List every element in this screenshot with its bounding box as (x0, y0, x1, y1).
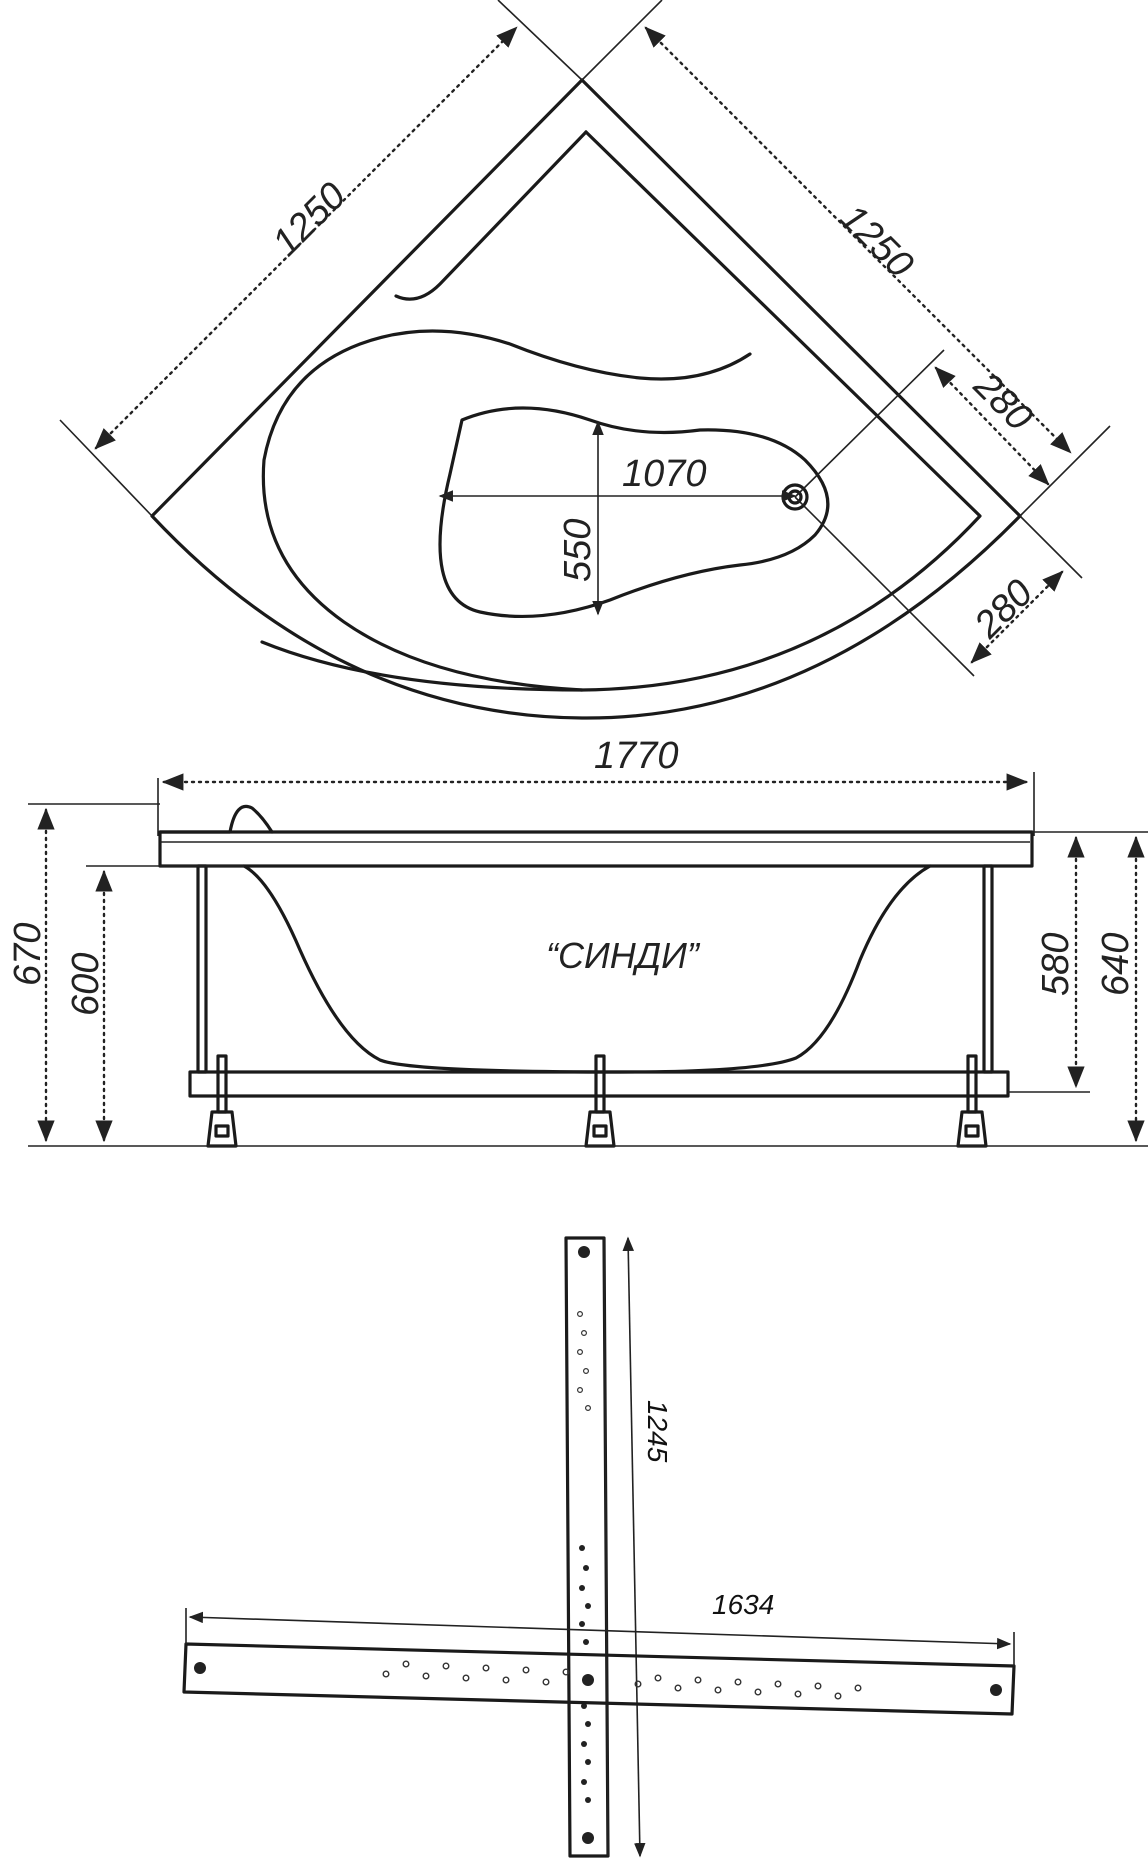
dim-label-right-side: 1250 (832, 197, 921, 286)
vertical-holes-filled (579, 1545, 591, 1803)
dim-line-frame-horizontal (188, 1611, 1012, 1650)
dim-line-left-side (94, 26, 518, 450)
dim-label-drain-offset-b: 280 (966, 572, 1041, 647)
dim-label-basin-width: 550 (557, 519, 599, 582)
frame-beam-horizontal (182, 1642, 1016, 1716)
dim-label-frame-vertical: 1245 (642, 1400, 673, 1463)
dim-label-basin-length: 1070 (622, 453, 707, 495)
support-post-right (982, 864, 994, 1074)
dim-line-frame-vertical (622, 1236, 646, 1858)
dim-label-height-total: 670 (7, 923, 49, 986)
model-name: “СИНДИ” (546, 935, 701, 976)
base-frame (188, 1070, 1010, 1098)
dim-label-left-side: 1250 (265, 175, 354, 264)
dim-label-drain-offset-a: 280 (965, 364, 1040, 439)
dim-label-height-rim: 600 (65, 953, 107, 1016)
basin-outline (438, 406, 830, 619)
tub-outer-outline (150, 78, 1022, 720)
horizontal-holes (382, 1660, 862, 1700)
dim-line-drain-offset-a (934, 366, 1050, 486)
side-view: 1770 “СИНДИ” (7, 735, 1148, 1148)
vertical-holes-upper (576, 1310, 591, 1411)
tub-bowl-outline (261, 329, 752, 692)
tub-rim (158, 830, 1034, 868)
dim-label-height-right-outer: 640 (1095, 933, 1137, 996)
headrest (158, 804, 274, 834)
dim-label-frame-horizontal: 1634 (712, 1589, 774, 1620)
support-post-left (196, 864, 208, 1074)
foot-left (206, 1054, 238, 1148)
dim-label-height-right-inner: 580 (1035, 933, 1077, 996)
armrest-groove (394, 130, 588, 301)
frame-view: 1245 1634 (182, 1236, 1016, 1858)
foot-center (584, 1054, 616, 1148)
foot-right (956, 1054, 988, 1148)
dim-label-length: 1770 (594, 735, 679, 777)
top-view: 1250 1250 280 280 1070 550 (59, 0, 1111, 720)
dim-line-drain-offset-b (970, 570, 1064, 664)
